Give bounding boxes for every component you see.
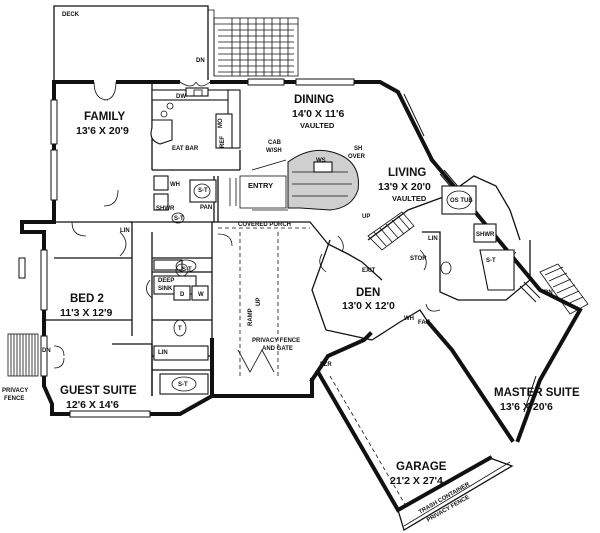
kitchen [150, 87, 241, 149]
lin-label-master: LIN [428, 236, 438, 242]
privacy-fence-gate-label-2: AND GATE [262, 346, 293, 352]
toilet-label: T [178, 326, 182, 332]
dw-label: DW [176, 94, 186, 100]
stor-label: STOR [410, 256, 427, 262]
privacy-fence-left-label-1: PRIVACY [2, 388, 28, 394]
garage-dimensions: 21'2 X 27'4 [390, 475, 443, 487]
bed2-label: BED 2 [70, 293, 104, 305]
deck [53, 5, 299, 80]
deck-label: DECK [62, 12, 80, 18]
cab-wsh-label: W/SH [266, 148, 282, 154]
lin-label-hall: LIN [158, 350, 168, 356]
exterior-walls [20, 80, 583, 513]
dryer-label: D [180, 292, 185, 298]
ws-label: WS [316, 158, 326, 164]
family-dimensions: 13'6 X 20'9 [76, 125, 129, 137]
cab-label: CAB [268, 140, 282, 146]
wh-label-den: WH [404, 316, 414, 322]
entry-label: ENTRY [248, 181, 273, 190]
master-suite-label: MASTER SUITE [494, 387, 580, 399]
deep-label: DEEP [158, 278, 174, 284]
ramp-up-label: UP [256, 298, 262, 306]
dining-dimensions: 14'0 X 11'6 [292, 108, 344, 120]
dining-vaulted-note: VAULTED [300, 121, 335, 130]
deck-stairs [213, 17, 299, 77]
washer-label: W [198, 292, 204, 298]
mo-label: MO [218, 118, 224, 128]
master-suite-dimensions: 13'6 X 20'6 [500, 401, 553, 413]
dn-master-label: DN [544, 290, 553, 296]
fireplace [251, 149, 359, 211]
st-label-2: S-T [174, 216, 184, 222]
exit-label: EXIT [362, 268, 376, 274]
den-label: DEN [356, 287, 380, 299]
guest-suite-dimensions: 12'6 X 14'6 [66, 399, 119, 411]
st-label-1: S-T [198, 188, 208, 194]
ramp-label: RAMP [248, 308, 254, 326]
dining-label: DINING [294, 94, 334, 106]
eat-bar-label: EAT BAR [172, 146, 199, 152]
sh-label: SH [354, 146, 362, 152]
st-label-5: S-T [486, 258, 496, 264]
living-stairs [367, 211, 415, 251]
living-vaulted-note: VAULTED [392, 194, 427, 203]
st-label-4: S-T [178, 382, 188, 388]
living-dimensions: 13'9 X 20'0 [378, 181, 431, 193]
shwr-label-left: SHWR [156, 206, 175, 212]
sh-over-label: OVER [348, 154, 366, 160]
wh-label-left: WH [170, 182, 180, 188]
ref-label: REF [220, 136, 226, 148]
guest-suite-label: GUEST SUITE [60, 385, 137, 397]
living-label: LIVING [388, 167, 426, 179]
lin-label-bed: LIN [120, 228, 130, 234]
up-living-label: UP [362, 214, 370, 220]
garage-label: GARAGE [396, 461, 447, 473]
master-stairs [539, 263, 589, 315]
os-tub-label: OS TUB [450, 198, 473, 204]
garage [329, 375, 514, 531]
entry-area [218, 175, 310, 376]
interior-walls [44, 82, 531, 396]
fau-label: FAU [418, 320, 430, 326]
bed2-dimensions: 11'3 X 12'9 [60, 307, 112, 319]
privacy-fence-left-label-2: FENCE [4, 396, 24, 402]
pan-label: PAN [200, 205, 212, 211]
shwr-label-master: SHWR [476, 232, 495, 238]
room-labels: DECK DN FAMILY 13'6 X 20'9 DINING 14'0 X… [60, 12, 580, 487]
windows [18, 78, 541, 418]
privacy-fence-gate-label-1: PRIVACY FENCE [252, 338, 300, 344]
covered-porch-label: COVERED PORCH [238, 222, 291, 228]
deck-dn-label: DN [196, 58, 205, 64]
family-label: FAMILY [84, 111, 125, 123]
den-dimensions: 13'0 X 12'0 [342, 300, 395, 312]
st-label-3: S-T [182, 267, 192, 273]
bath-fixtures [153, 175, 515, 395]
sink-label: SINK [158, 286, 173, 292]
dn-guest-label: DN [42, 348, 51, 354]
guest-stairs [7, 333, 39, 377]
fzr-label: FZR [320, 362, 332, 368]
